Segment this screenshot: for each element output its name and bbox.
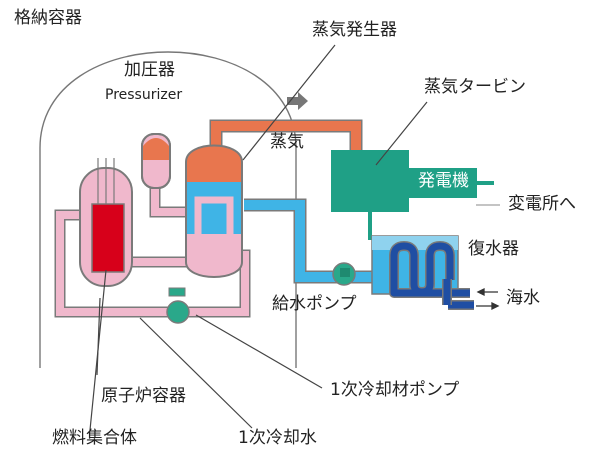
leader-lines	[89, 44, 428, 431]
label-primary-coolant-pump: 1次冷却材ポンプ	[330, 380, 460, 400]
steam-turbine	[331, 150, 477, 212]
steam-generator	[185, 144, 243, 278]
label-containment: 格納容器	[14, 8, 82, 28]
feedwater-pump	[332, 262, 356, 286]
label-feedwater-pump: 給水ポンプ	[272, 294, 357, 314]
label-primary-coolant: 1次冷却水	[238, 428, 317, 448]
label-fuel-assembly: 燃料集合体	[52, 428, 137, 448]
seawater-arrows-icon	[476, 287, 500, 311]
label-steam-generator: 蒸気発生器	[312, 20, 397, 40]
label-reactor-vessel: 原子炉容器	[101, 386, 186, 406]
control-rods	[97, 158, 115, 204]
primary-loop	[54, 179, 251, 318]
pressurizer	[141, 133, 171, 189]
fuel-assembly	[91, 203, 125, 273]
primary-coolant-pump	[166, 287, 190, 324]
flow-arrow-icon	[287, 92, 308, 110]
label-condenser: 復水器	[468, 239, 519, 259]
label-steam-turbine: 蒸気タービン	[424, 77, 526, 97]
label-pressurizer-jp: 加圧器	[124, 60, 175, 80]
label-generator: 発電機	[418, 171, 469, 191]
label-to-substation: 変電所へ	[508, 194, 576, 214]
seawater-coil	[389, 241, 474, 310]
label-seawater: 海水	[506, 288, 540, 308]
label-pressurizer-en: Pressurizer	[105, 87, 183, 103]
feedwater-pipe	[244, 198, 372, 284]
steam-pipe	[209, 119, 363, 150]
label-steam: 蒸気	[270, 132, 304, 152]
containment-vessel	[39, 51, 297, 368]
